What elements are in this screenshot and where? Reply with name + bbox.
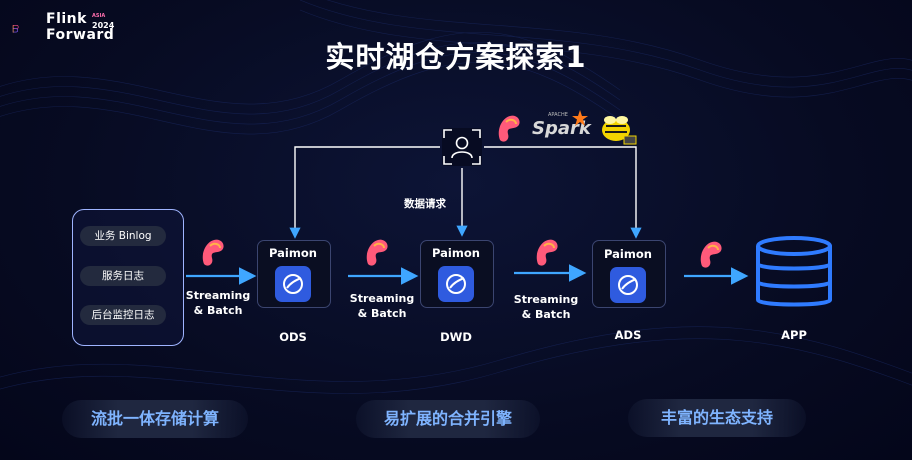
data-request-label: 数据请求 bbox=[404, 198, 446, 210]
database-icon bbox=[756, 236, 832, 307]
query-line-to-ods bbox=[289, 146, 440, 239]
query-line-to-ads bbox=[484, 146, 642, 239]
flink-forward-logo bbox=[12, 25, 19, 33]
spark-star-icon bbox=[572, 110, 588, 126]
logo-event: ASIA bbox=[92, 13, 106, 19]
paimon-label: Paimon bbox=[604, 247, 652, 261]
layer-label-ads: ADS bbox=[614, 328, 642, 342]
feature-ecosystem: 丰富的生态支持 bbox=[628, 399, 806, 437]
user-query-icon bbox=[442, 128, 482, 166]
paimon-icon bbox=[610, 267, 646, 303]
hive-bee-icon bbox=[602, 116, 637, 145]
streaming-batch-label: Streaming& Batch bbox=[513, 293, 579, 321]
paimon-icon bbox=[438, 266, 474, 302]
paimon-label: Paimon bbox=[432, 246, 480, 260]
streaming-batch-label: Streaming& Batch bbox=[349, 292, 415, 320]
flink-icon bbox=[536, 239, 558, 266]
flink-icon bbox=[498, 115, 520, 142]
feature-unified-storage: 流批一体存储计算 bbox=[62, 400, 248, 438]
source-service-log: 服务日志 bbox=[80, 266, 166, 286]
layer-label-dwd: DWD bbox=[440, 330, 472, 344]
flink-icon bbox=[202, 239, 224, 266]
paimon-icon bbox=[275, 266, 311, 302]
flink-icon bbox=[700, 241, 722, 268]
spark-apache-label: APACHE bbox=[548, 112, 568, 118]
page-title: 实时湖仓方案探索1 bbox=[325, 40, 587, 74]
source-binlog: 业务 Binlog bbox=[80, 226, 166, 246]
layer-label-ods: ODS bbox=[279, 330, 307, 344]
source-monitor-log: 后台监控日志 bbox=[80, 305, 166, 325]
logo-year: 2024 bbox=[92, 21, 115, 30]
app-label: APP bbox=[781, 328, 807, 342]
feature-merge-engine: 易扩展的合并引擎 bbox=[356, 400, 540, 438]
streaming-batch-label: Streaming& Batch bbox=[185, 289, 251, 317]
paimon-label: Paimon bbox=[269, 246, 317, 260]
logo-wordmark: Flink Forward bbox=[46, 11, 115, 43]
flink-icon bbox=[366, 239, 388, 266]
